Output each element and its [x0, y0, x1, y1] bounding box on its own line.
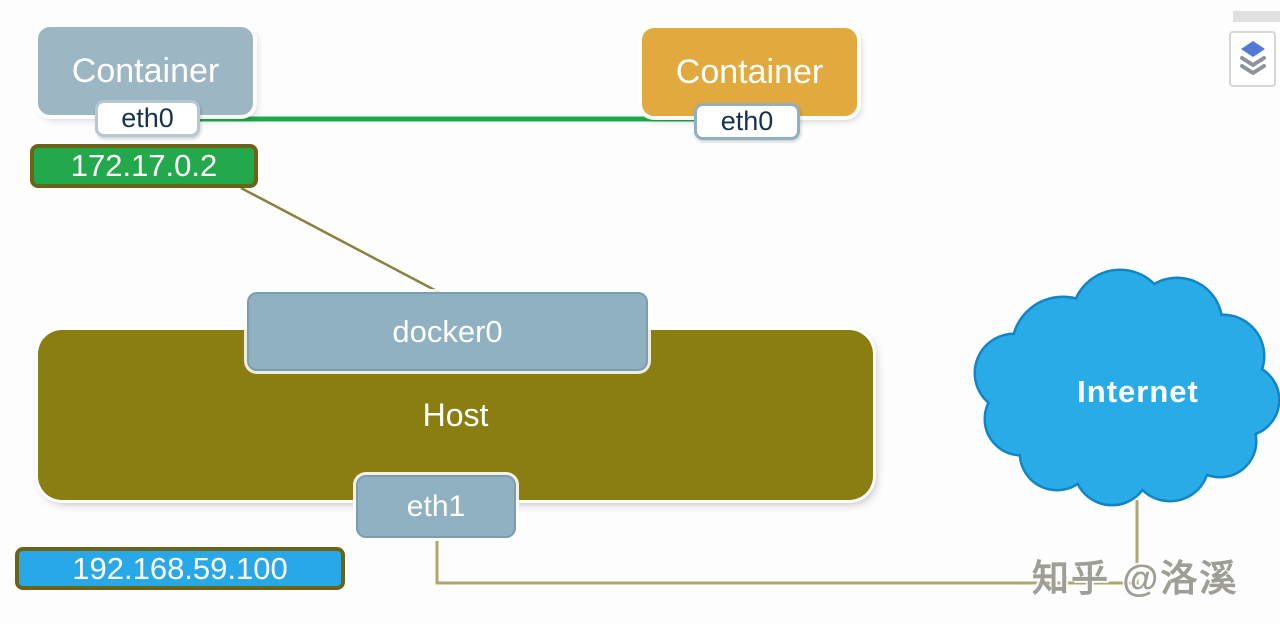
internet-label: Internet [1077, 374, 1199, 409]
eth0-right-label: eth0 [720, 106, 774, 136]
internet-cloud [973, 268, 1280, 507]
docker0-bridge-box: docker0 [247, 292, 648, 371]
docker0-label: docker0 [392, 313, 503, 349]
cloud-fill [976, 271, 1278, 504]
container-left-box: Container [38, 27, 253, 115]
container-right-box: Container [642, 28, 857, 116]
container-right-label: Container [675, 52, 824, 91]
watermark: 知乎 @洛溪 [1032, 558, 1239, 599]
ip-to-docker0-line [240, 186, 447, 298]
host-ip-label: 192.168.59.100 [72, 550, 288, 586]
host-label: Host [422, 396, 489, 433]
eth1-label: eth1 [406, 489, 466, 523]
eth0-left-label: eth0 [121, 103, 174, 133]
eth0-left-badge: eth0 [95, 100, 200, 137]
container-left-label: Container [71, 51, 220, 90]
host-ip-badge: 192.168.59.100 [15, 547, 345, 590]
eth0-right-badge: eth0 [694, 103, 800, 140]
layers-icon [1238, 38, 1268, 81]
eth1-to-internet-line [435, 500, 1139, 585]
layers-button[interactable] [1229, 31, 1276, 87]
page-edge-artifact [1233, 11, 1280, 22]
eth1-badge: eth1 [356, 475, 516, 538]
container-ip-label: 172.17.0.2 [70, 148, 218, 183]
container-ip-badge: 172.17.0.2 [30, 144, 258, 188]
